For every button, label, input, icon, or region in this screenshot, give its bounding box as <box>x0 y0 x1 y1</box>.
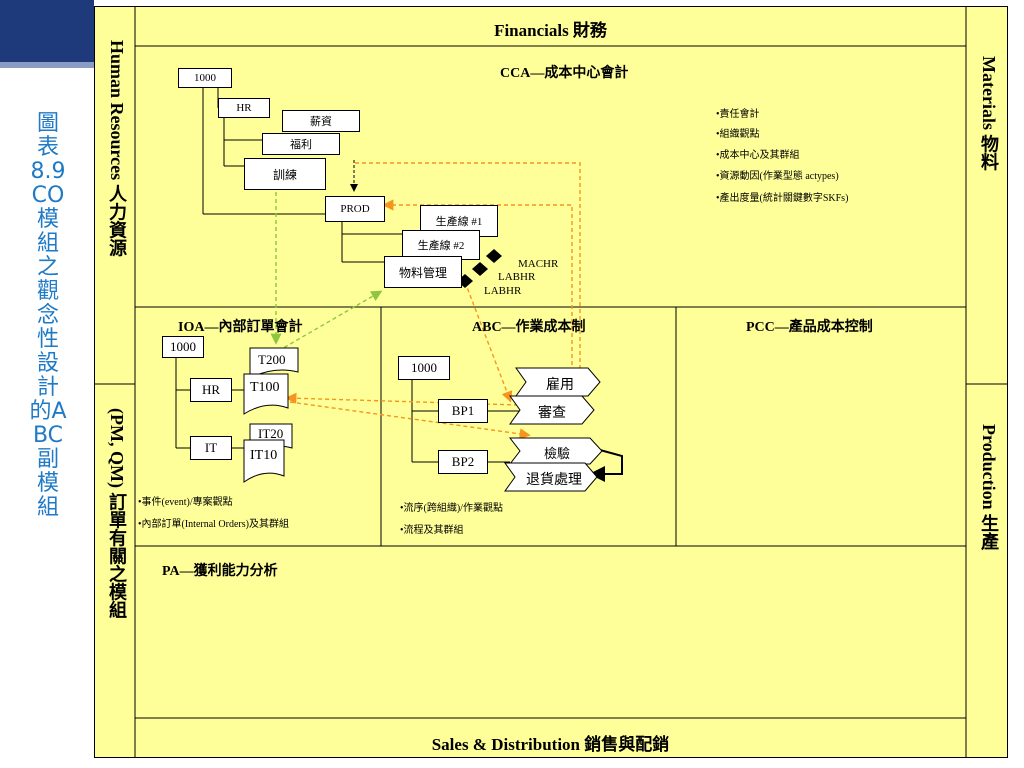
ioa-bullet: •事件(event)/專案觀點 <box>138 497 233 508</box>
ioa-node-hr: HR <box>190 378 232 402</box>
pm-qm-label: (PM, QM) 訂單有關之模組 <box>107 408 127 619</box>
cca-bullet: •產出度量(統計關鍵數字SKFs) <box>716 193 849 204</box>
ioa-node-t100: T100 <box>250 380 280 395</box>
pcc-title: PCC—產品成本控制 <box>746 320 873 335</box>
ioa-node-it: IT <box>190 436 232 460</box>
activity-returns: 退貨處理 <box>526 473 582 488</box>
activity-inspect: 檢驗 <box>544 446 571 461</box>
ioa-title: IOA—內部訂單會計 <box>178 320 303 335</box>
ioa-node-1000: 1000 <box>162 336 204 358</box>
cca-node-welfare: 福利 <box>262 133 340 155</box>
cca-node-material: 物料管理 <box>384 256 462 288</box>
figure-caption: 圖表8.9 CO模組之觀念性設計的ABC副模組 <box>29 111 67 520</box>
production-label: Production 生產 <box>979 424 999 551</box>
abc-node-bp1: BP1 <box>438 399 488 423</box>
ioa-node-t200: T200 <box>258 352 286 367</box>
cca-node-1000: 1000 <box>178 68 232 88</box>
abc-node-1000: 1000 <box>398 356 450 380</box>
cca-node-hr: HR <box>218 98 270 118</box>
labhr-label-1: LABHR <box>498 271 536 283</box>
labhr-label-2: LABHR <box>484 285 522 297</box>
abc-bullet: •流序(跨組織)/作業觀點 <box>400 503 503 514</box>
cca-node-salary: 薪資 <box>282 110 360 132</box>
financials-header: Financials 財務 <box>494 21 607 40</box>
machr-label: MACHR <box>518 258 559 270</box>
activity-review: 審查 <box>538 406 566 421</box>
abc-node-bp2: BP2 <box>438 450 488 474</box>
cca-bullet: •責任會計 <box>716 109 760 120</box>
sales-distribution-footer: Sales & Distribution 銷售與配銷 <box>431 735 670 754</box>
ioa-bullet: •內部訂單(Internal Orders)及其群組 <box>138 519 289 530</box>
activity-hire: 雇用 <box>546 378 574 393</box>
cca-node-training: 訓練 <box>244 158 326 190</box>
abc-bullet: •流程及其群組 <box>400 525 464 536</box>
human-resources-label: Human Resources 人力資源 <box>107 40 127 257</box>
header-bar <box>0 0 94 62</box>
abc-title: ABC—作業成本制 <box>472 320 586 335</box>
ioa-node-it20: IT20 <box>258 426 284 441</box>
pa-title: PA—獲利能力分析 <box>162 564 278 579</box>
materials-label: Materials 物料 <box>979 56 999 171</box>
header-bar-shadow <box>0 62 94 68</box>
cca-node-prod: PROD <box>325 196 385 222</box>
cca-bullet: •組織觀點 <box>716 129 760 140</box>
cca-bullet: •資源動因(作業型態 actypes) <box>716 171 839 182</box>
ioa-node-it10: IT10 <box>250 448 278 463</box>
cca-title: CCA—成本中心會計 <box>500 66 629 81</box>
cca-bullet: •成本中心及其群組 <box>716 150 800 161</box>
